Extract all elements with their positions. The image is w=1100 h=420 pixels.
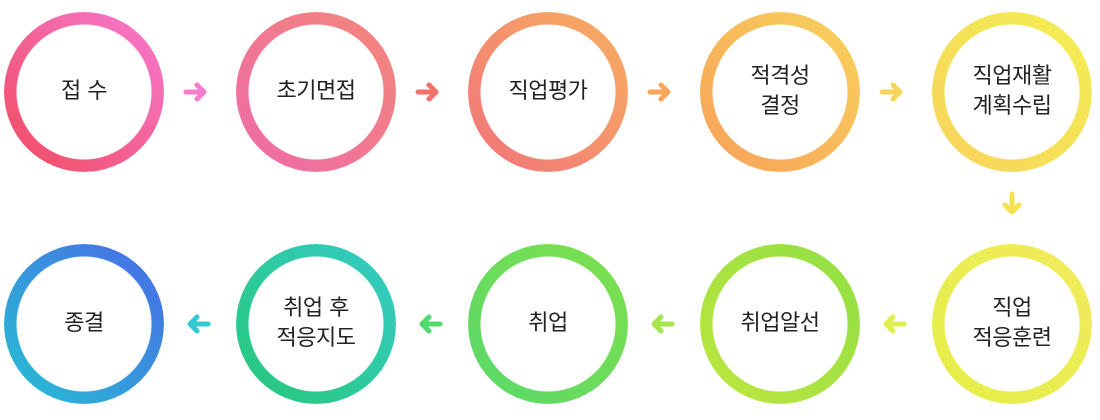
step-label: 초기면접 bbox=[277, 77, 356, 107]
step-label-line: 직업재활 bbox=[972, 64, 1052, 89]
flow-arrow-left-icon bbox=[182, 309, 212, 339]
flow-arrow-right-icon bbox=[414, 77, 444, 107]
step-employment: 취업 bbox=[468, 244, 628, 404]
flow-arrow-down-icon bbox=[997, 190, 1027, 220]
step-ring bbox=[4, 244, 164, 404]
step-reception: 접 수 bbox=[4, 12, 164, 172]
step-label: 접 수 bbox=[61, 77, 107, 107]
step-label-line: 적응훈련 bbox=[972, 326, 1052, 351]
step-label-line: 취업알선 bbox=[740, 311, 820, 336]
flow-arrow-left-icon bbox=[878, 309, 908, 339]
step-ring bbox=[932, 244, 1092, 404]
step-job-adaptation-training: 직업 적응훈련 bbox=[932, 244, 1092, 404]
step-ring bbox=[700, 12, 860, 172]
step-ring bbox=[932, 12, 1092, 172]
step-label: 직업 적응훈련 bbox=[973, 294, 1052, 354]
step-label: 종결 bbox=[64, 309, 104, 339]
step-ring bbox=[468, 12, 628, 172]
step-initial-interview: 초기면접 bbox=[236, 12, 396, 172]
step-label: 취업알선 bbox=[741, 309, 820, 339]
flow-arrow-right-icon bbox=[646, 77, 676, 107]
step-ring bbox=[468, 244, 628, 404]
step-job-placement: 취업알선 bbox=[700, 244, 860, 404]
step-label-line: 초기면접 bbox=[276, 79, 356, 104]
step-label-line: 적응지도 bbox=[276, 326, 356, 351]
step-ring bbox=[236, 244, 396, 404]
flow-arrow-left-icon bbox=[646, 309, 676, 339]
step-label-line: 취업 후 bbox=[283, 296, 349, 321]
step-label: 직업평가 bbox=[509, 77, 588, 107]
step-label: 적격성 결정 bbox=[750, 62, 810, 122]
step-label-line: 종결 bbox=[64, 311, 104, 336]
step-ring bbox=[700, 244, 860, 404]
flow-arrow-right-icon bbox=[182, 77, 212, 107]
step-label: 직업재활 계획수립 bbox=[973, 62, 1052, 122]
step-label: 취업 bbox=[528, 309, 568, 339]
step-label-line: 직업평가 bbox=[508, 79, 588, 104]
step-label-line: 계획수립 bbox=[972, 94, 1052, 119]
step-job-evaluation: 직업평가 bbox=[468, 12, 628, 172]
step-label-line: 접 수 bbox=[61, 79, 107, 104]
step-post-employment-guidance: 취업 후 적응지도 bbox=[236, 244, 396, 404]
step-rehab-plan: 직업재활 계획수립 bbox=[932, 12, 1092, 172]
flow-arrow-left-icon bbox=[414, 309, 444, 339]
step-label-line: 직업 bbox=[992, 296, 1032, 321]
step-label-line: 결정 bbox=[760, 94, 800, 119]
step-eligibility-decision: 적격성 결정 bbox=[700, 12, 860, 172]
step-ring bbox=[236, 12, 396, 172]
step-label: 취업 후 적응지도 bbox=[277, 294, 356, 354]
step-label-line: 적격성 bbox=[750, 64, 810, 89]
step-closure: 종결 bbox=[4, 244, 164, 404]
step-ring bbox=[4, 12, 164, 172]
step-label-line: 취업 bbox=[528, 311, 568, 336]
flow-arrow-right-icon bbox=[878, 77, 908, 107]
